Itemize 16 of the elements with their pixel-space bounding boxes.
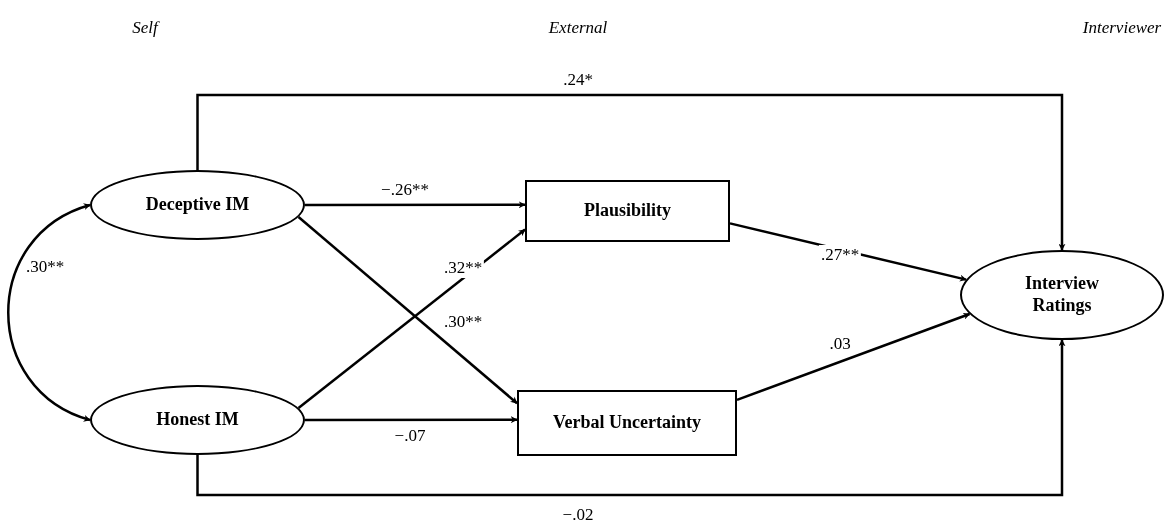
variable-name: Plausibility xyxy=(584,200,671,222)
double-headed-arrow xyxy=(7,203,91,422)
variable-name: Honest IM xyxy=(156,409,239,431)
column-heading: Self xyxy=(132,18,158,38)
variable-name: Verbal Uncertainty xyxy=(553,412,701,434)
variable-name: Interview Ratings xyxy=(1024,273,1100,317)
column-heading: External xyxy=(548,18,608,38)
arrow xyxy=(736,312,971,402)
column-heading: Interviewer xyxy=(1082,18,1162,38)
arrow xyxy=(305,201,526,209)
variable-name: Deceptive IM xyxy=(145,194,250,216)
arrow xyxy=(196,93,1066,251)
observed-variable-box xyxy=(525,180,730,242)
arrow xyxy=(196,339,1066,497)
arrow xyxy=(305,416,518,424)
observed-variable-box xyxy=(517,390,737,456)
